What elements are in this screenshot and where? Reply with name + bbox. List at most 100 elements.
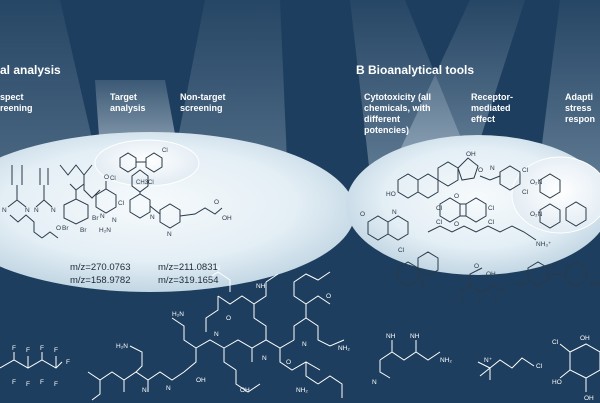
panel-b-heading: B Bioanalytical tools: [356, 63, 475, 77]
svg-text:N: N: [25, 207, 30, 214]
svg-text:N: N: [490, 165, 495, 172]
svg-text:OH: OH: [590, 281, 600, 288]
svg-text:N: N: [167, 231, 172, 238]
svg-text:N: N: [392, 209, 397, 216]
svg-text:Cl: Cl: [552, 339, 559, 346]
svg-text:O: O: [360, 211, 365, 218]
svg-text:O₂N: O₂N: [530, 179, 543, 186]
svg-text:F: F: [26, 347, 30, 354]
svg-text:O: O: [454, 221, 459, 228]
svg-text:N: N: [214, 331, 219, 338]
svg-text:Cl: Cl: [436, 205, 443, 212]
mz-value: m/z=319.1654: [158, 275, 219, 286]
svg-text:Cl: Cl: [436, 219, 443, 226]
svg-text:F: F: [494, 297, 498, 304]
svg-text:NH: NH: [256, 283, 266, 290]
svg-text:NH₂: NH₂: [338, 345, 350, 352]
non-target-screening-label: Non-target screening: [180, 92, 226, 113]
svg-text:O: O: [226, 315, 231, 322]
svg-text:Br: Br: [92, 215, 99, 222]
light-beam: [400, 0, 525, 150]
svg-text:N: N: [166, 385, 171, 392]
svg-text:N: N: [2, 207, 7, 214]
svg-text:H₂N: H₂N: [208, 265, 220, 272]
svg-text:O: O: [214, 199, 219, 206]
mz-value: m/z=158.9782: [70, 275, 131, 286]
svg-text:Cl: Cl: [110, 176, 116, 182]
screening-ellipse-a: [0, 132, 355, 292]
svg-text:OH: OH: [580, 335, 590, 342]
svg-text:NH₃⁺: NH₃⁺: [536, 241, 552, 248]
svg-text:N: N: [150, 214, 155, 221]
svg-text:F: F: [40, 379, 44, 386]
svg-text:H₂N: H₂N: [99, 227, 111, 234]
svg-text:N: N: [100, 213, 105, 220]
svg-text:N: N: [302, 341, 307, 348]
molecule-group: [367, 157, 587, 293]
svg-text:NH₂: NH₂: [440, 357, 452, 364]
svg-text:Cl: Cl: [118, 200, 125, 207]
svg-text:O: O: [326, 293, 331, 300]
svg-text:OH: OH: [196, 377, 206, 384]
svg-text:S: S: [552, 263, 557, 270]
svg-text:N: N: [372, 379, 377, 386]
svg-text:Cl: Cl: [398, 247, 405, 254]
svg-text:N: N: [34, 207, 39, 214]
molecule-group: [119, 152, 163, 173]
target-ellipse: [94, 139, 200, 187]
panel-a-heading: al analysis: [0, 63, 61, 77]
svg-text:F: F: [40, 345, 44, 352]
target-formula: CH3Cl: [136, 180, 154, 186]
receptor-ellipse: [511, 156, 600, 234]
svg-text:Cl: Cl: [162, 148, 168, 154]
svg-text:F: F: [26, 381, 30, 388]
svg-text:Cl: Cl: [488, 219, 495, 226]
svg-text:NH: NH: [386, 333, 396, 340]
svg-text:OH: OH: [222, 215, 232, 222]
svg-text:F: F: [478, 297, 482, 304]
svg-text:NH₂: NH₂: [296, 387, 308, 394]
svg-text:Br: Br: [62, 225, 69, 232]
svg-text:F: F: [54, 347, 58, 354]
svg-text:Br: Br: [80, 227, 87, 234]
target-analysis-label: Target analysis: [110, 92, 146, 113]
svg-text:F: F: [12, 345, 16, 352]
svg-text:N: N: [142, 387, 147, 394]
svg-text:HO: HO: [552, 379, 562, 386]
svg-text:OH: OH: [466, 151, 476, 158]
svg-text:F: F: [66, 359, 70, 366]
molecule-group: [0, 271, 600, 401]
svg-text:N: N: [51, 207, 56, 214]
svg-text:Cl: Cl: [522, 167, 529, 174]
suspect-screening-label: spect reening: [0, 92, 33, 113]
svg-text:H₂N: H₂N: [116, 343, 128, 350]
svg-text:O: O: [454, 193, 459, 200]
svg-text:N⁺: N⁺: [484, 357, 493, 364]
svg-text:OH: OH: [486, 271, 496, 278]
light-beam: [540, 0, 600, 180]
svg-text:HO: HO: [386, 191, 396, 198]
svg-text:Cl: Cl: [536, 363, 543, 370]
svg-text:Cl: Cl: [488, 205, 495, 212]
svg-text:O: O: [286, 359, 291, 366]
svg-text:H₂N: H₂N: [172, 311, 184, 318]
mz-value: m/z=211.0831: [158, 262, 218, 273]
svg-text:N: N: [112, 217, 117, 224]
adaptive-stress-label: Adapti stress respon: [565, 92, 596, 124]
mz-value: m/z=270.0763: [70, 262, 131, 273]
svg-text:Cl: Cl: [420, 281, 427, 288]
svg-text:O: O: [56, 225, 61, 232]
svg-text:OH: OH: [584, 395, 594, 402]
receptor-mediated-label: Receptor- mediated effect: [471, 92, 514, 124]
svg-text:NH: NH: [410, 333, 420, 340]
svg-text:F: F: [54, 381, 58, 388]
svg-text:F: F: [460, 297, 464, 304]
svg-text:Cl: Cl: [522, 189, 529, 196]
svg-text:F: F: [12, 379, 16, 386]
svg-text:HO: HO: [516, 281, 526, 288]
svg-text:O: O: [474, 263, 479, 270]
molecule-group: [7, 164, 223, 239]
svg-text:O: O: [478, 167, 483, 174]
